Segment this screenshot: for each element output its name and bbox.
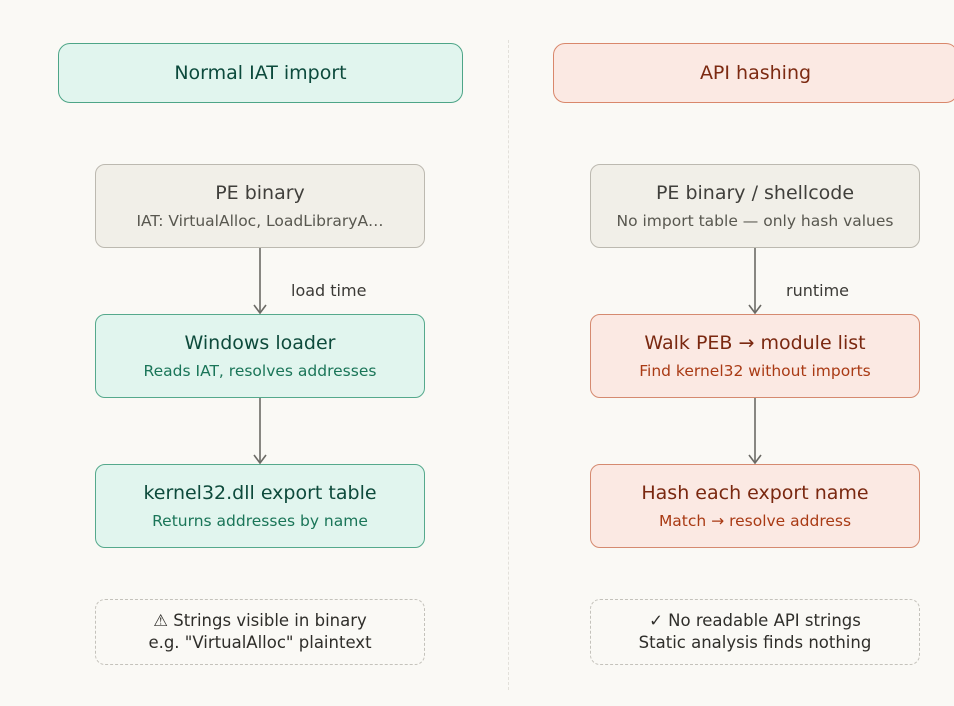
node-title: Windows loader xyxy=(184,332,336,354)
right-node-pe-binary-shellcode: PE binary / shellcode No import table — … xyxy=(590,164,920,248)
node-title: Walk PEB → module list xyxy=(644,332,866,354)
column-divider xyxy=(508,40,509,690)
node-title: Hash each export name xyxy=(641,482,869,504)
left-header-text: Normal IAT import xyxy=(174,62,347,84)
node-subtitle: IAT: VirtualAlloc, LoadLibraryA… xyxy=(136,212,384,230)
node-subtitle: Reads IAT, resolves addresses xyxy=(143,362,377,380)
right-note: ✓ No readable API strings Static analysi… xyxy=(590,599,920,665)
arrowhead-right-1 xyxy=(748,304,762,315)
node-subtitle: No import table — only hash values xyxy=(616,212,894,230)
node-subtitle: Match → resolve address xyxy=(658,512,852,530)
right-node-walk-peb: Walk PEB → module list Find kernel32 wit… xyxy=(590,314,920,398)
edge-label-runtime: runtime xyxy=(786,281,850,300)
node-title: PE binary / shellcode xyxy=(655,182,855,204)
node-subtitle: Find kernel32 without imports xyxy=(639,362,871,380)
edge-label-load-time: load time xyxy=(291,281,367,300)
node-title: PE binary xyxy=(215,182,305,204)
note-line-2: Static analysis finds nothing xyxy=(638,633,872,652)
left-node-windows-loader: Windows loader Reads IAT, resolves addre… xyxy=(95,314,425,398)
note-line-1: ⚠ Strings visible in binary xyxy=(153,611,367,630)
arrowhead-left-1 xyxy=(253,304,267,315)
right-node-hash-exports: Hash each export name Match → resolve ad… xyxy=(590,464,920,548)
note-line-1: ✓ No readable API strings xyxy=(649,611,861,630)
node-title: kernel32.dll export table xyxy=(143,482,377,504)
node-subtitle: Returns addresses by name xyxy=(152,512,368,530)
left-node-export-table: kernel32.dll export table Returns addres… xyxy=(95,464,425,548)
note-line-2: e.g. "VirtualAlloc" plaintext xyxy=(148,633,372,652)
left-column-header: Normal IAT import xyxy=(58,43,463,103)
left-note: ⚠ Strings visible in binary e.g. "Virtua… xyxy=(95,599,425,665)
arrowhead-left-2 xyxy=(253,454,267,465)
right-column-header: API hashing xyxy=(553,43,954,103)
right-header-text: API hashing xyxy=(699,62,812,84)
arrowhead-right-2 xyxy=(748,454,762,465)
left-node-pe-binary: PE binary IAT: VirtualAlloc, LoadLibrary… xyxy=(95,164,425,248)
